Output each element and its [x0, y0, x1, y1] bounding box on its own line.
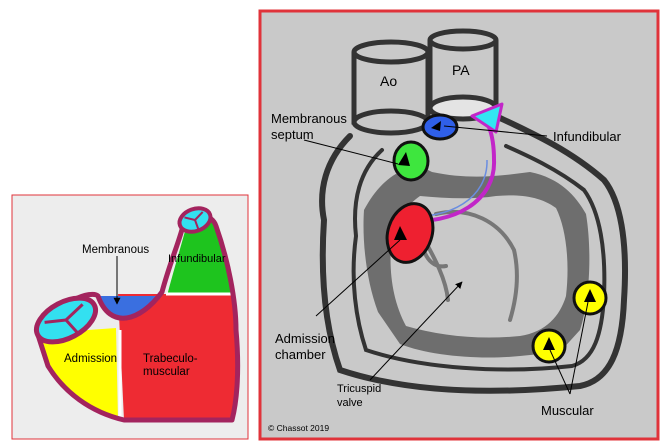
- infundibular-pointer: [431, 121, 441, 131]
- label-tricuspid-valve-1: Tricuspid: [337, 383, 381, 395]
- left-panel: Membranous Infundibular Admission Trabec…: [11, 194, 249, 440]
- label-membranous: Membranous: [82, 244, 149, 256]
- membranous-pointer: [398, 152, 410, 166]
- label-admission-chamber-1: Admission: [275, 331, 335, 346]
- muscular-pointer-upper: [584, 289, 596, 302]
- label-infundibular: Infundibular: [553, 129, 622, 144]
- label-infundibular: Infundibular: [168, 253, 226, 265]
- copyright-text: © Chassot 2019: [268, 423, 329, 433]
- leader-infundibular: [443, 125, 548, 137]
- leader-tricuspid: [369, 281, 463, 381]
- membranous-region: [96, 296, 160, 317]
- label-pulmonary-artery: PA: [452, 62, 470, 78]
- label-admission-chamber-2: chamber: [275, 347, 326, 362]
- admission-marker: [385, 202, 435, 264]
- admission-region: [38, 328, 118, 420]
- label-trabecular-1: Trabeculo-: [143, 353, 198, 365]
- pulmonary-artery-vessel: [427, 28, 499, 122]
- leader-muscular-1: [569, 301, 589, 395]
- label-membranous-septum-1: Membranous: [271, 111, 347, 126]
- aorta-vessel: [351, 39, 431, 136]
- label-muscular: Muscular: [541, 403, 594, 418]
- label-aorta: Ao: [380, 73, 397, 89]
- admission-pointer: [394, 226, 407, 240]
- label-trabecular-2: muscular: [143, 366, 190, 378]
- tricuspid-valve-icon: [34, 295, 98, 345]
- right-panel: Ao PA Membranous septum Infundibular Adm…: [258, 9, 660, 441]
- leader-admission: [315, 239, 401, 317]
- trabecular-region: [118, 294, 237, 420]
- heart-outer-outline: [319, 115, 629, 394]
- label-tricuspid-valve-2: valve: [337, 397, 363, 409]
- label-admission: Admission: [64, 353, 117, 365]
- muscular-pointer-lower: [543, 337, 555, 350]
- flow-arrow-head: [470, 102, 504, 134]
- leader-muscular-2: [549, 349, 571, 395]
- membranous-marker: [392, 140, 430, 182]
- septal-band: [363, 166, 590, 358]
- pulmonary-valve-icon: [177, 206, 213, 234]
- heart-inner-outline: [351, 144, 607, 372]
- leader-membranous: [303, 139, 399, 165]
- label-membranous-septum-2: septum: [271, 127, 314, 142]
